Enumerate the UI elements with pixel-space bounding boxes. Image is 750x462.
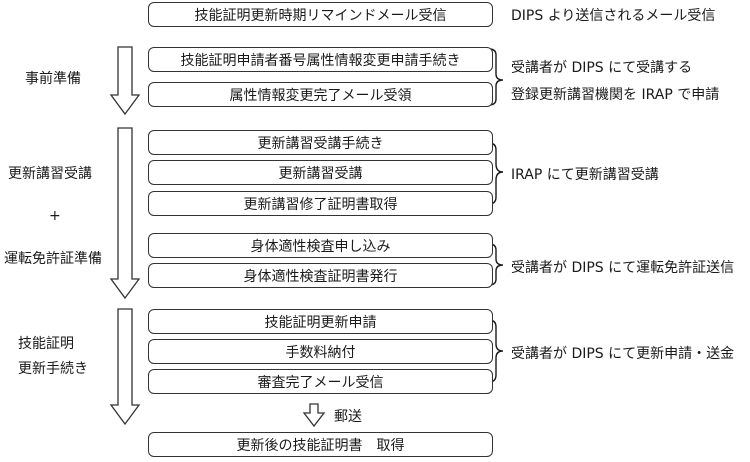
- step-renewal-apply: 技能証明更新申請: [148, 309, 493, 334]
- mail-arrow-icon: [302, 403, 326, 428]
- brace-license: [488, 243, 504, 286]
- note-course: IRAP にて更新講習受講: [511, 167, 659, 183]
- stage-label-renew-1: 技能証明: [18, 336, 74, 352]
- step-course-attend: 更新講習受講: [148, 160, 493, 185]
- step-fee-payment: 手数料納付: [148, 339, 493, 364]
- stage-label-course: 更新講習受講: [8, 166, 92, 182]
- note-prep-2: 登録更新講習機関を IRAP で申請: [511, 87, 720, 103]
- stage-arrow-course: [109, 127, 141, 300]
- step-physical-certificate: 身体適性検査証明書発行: [148, 263, 493, 288]
- stage-label-prep: 事前準備: [25, 71, 81, 87]
- note-prep-1: 受講者が DIPS にて受講する: [511, 60, 693, 76]
- brace-course: [488, 142, 504, 205]
- stage-arrow-prep: [109, 46, 141, 116]
- mail-label: 郵送: [334, 409, 362, 425]
- note-license: 受講者が DIPS にて運転免許証送信: [511, 260, 735, 276]
- step-change-complete: 属性情報変更完了メール受領: [148, 82, 493, 107]
- stage-label-renew-2: 更新手続き: [18, 361, 88, 377]
- note-reminder: DIPS より送信されるメール受信: [511, 8, 716, 24]
- stage-arrow-renew: [109, 308, 141, 426]
- stage-label-plus: +: [49, 208, 61, 224]
- note-renew: 受講者が DIPS にて更新申請・送金: [511, 346, 735, 362]
- brace-prep: [488, 48, 504, 106]
- stage-label-license: 運転免許証準備: [4, 251, 102, 267]
- step-course-apply: 更新講習受講手続き: [148, 130, 493, 155]
- step-physical-apply: 身体適性検査申し込み: [148, 233, 493, 258]
- brace-renew: [488, 319, 504, 383]
- step-review-complete: 審査完了メール受信: [148, 369, 493, 394]
- step-reminder-mail: 技能証明更新時期リマインドメール受信: [148, 2, 493, 27]
- step-attribute-change: 技能証明申請者番号属性情報変更申請手続き: [148, 47, 493, 72]
- step-course-certificate: 更新講習修了証明書取得: [148, 191, 493, 216]
- step-new-certificate: 更新後の技能証明書 取得: [148, 432, 493, 457]
